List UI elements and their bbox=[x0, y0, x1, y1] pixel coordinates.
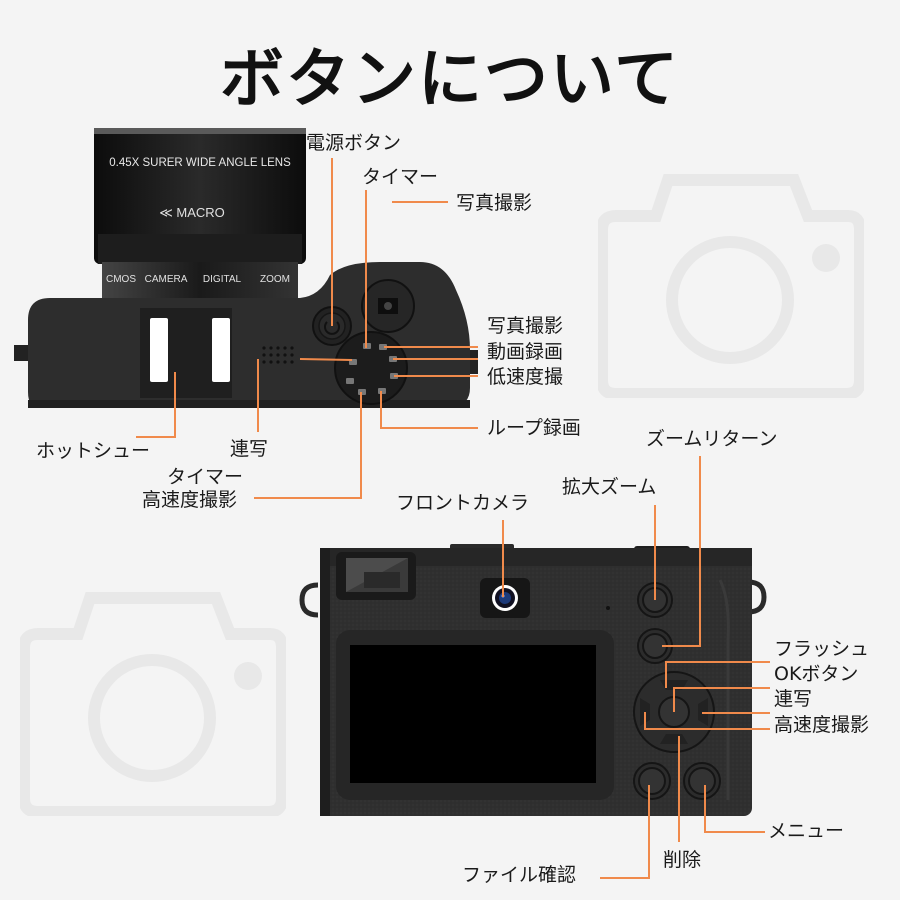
label-timer-dial: タイマー bbox=[167, 466, 244, 488]
lens-ring-text: CMOS bbox=[106, 274, 136, 285]
lens-ring-text: CAMERA bbox=[145, 274, 188, 285]
lens-macro-text: ≪ MACRO bbox=[159, 205, 225, 220]
label-delete: 削除 bbox=[663, 849, 702, 871]
label-dial-slow: 低速度撮 bbox=[487, 366, 564, 388]
label-ok-button: OKボタン bbox=[774, 663, 859, 685]
page-title: ボタンについて bbox=[219, 43, 681, 117]
front-camera-lens bbox=[480, 578, 530, 618]
lens-ring-text: ZOOM bbox=[260, 274, 290, 285]
label-zoom-return: ズームリターン bbox=[646, 428, 778, 450]
label-dial-video: 動画録画 bbox=[487, 341, 564, 363]
label-file-check: ファイル確認 bbox=[462, 864, 577, 886]
lcd-screen bbox=[336, 630, 614, 800]
wide-angle-lens bbox=[94, 128, 306, 298]
label-hot-shoe: ホットシュー bbox=[36, 440, 151, 462]
label-burst-back: 連写 bbox=[774, 688, 813, 710]
mode-dial bbox=[334, 331, 408, 405]
shutter-button-top bbox=[361, 279, 415, 333]
lens-spec-text: 0.45X SURER WIDE ANGLE LENS bbox=[109, 157, 291, 169]
lens-ring-text: DIGITAL bbox=[203, 274, 242, 285]
label-dial-photo: 写真撮影 bbox=[487, 315, 564, 337]
label-flash: フラッシュ bbox=[774, 638, 870, 660]
label-timer-top: タイマー bbox=[362, 166, 439, 188]
camera-watermark-icon bbox=[20, 592, 286, 816]
leader-lines-top bbox=[136, 158, 478, 499]
camera-watermark-icon bbox=[598, 174, 864, 398]
viewfinder bbox=[336, 552, 416, 600]
label-dial-loop: ループ録画 bbox=[487, 417, 581, 439]
label-power-button: 電源ボタン bbox=[306, 132, 402, 154]
label-shutter: 写真撮影 bbox=[456, 192, 533, 214]
label-high-speed-back: 高速度撮影 bbox=[774, 714, 870, 736]
label-front-camera: フロントカメラ bbox=[396, 492, 530, 514]
label-burst-top: 連写 bbox=[230, 438, 269, 460]
label-zoom-in: 拡大ズーム bbox=[562, 476, 657, 498]
leader-lines-back bbox=[502, 456, 770, 879]
label-high-speed-top: 高速度撮影 bbox=[142, 489, 238, 511]
label-menu: メニュー bbox=[768, 820, 845, 842]
camera-body-top bbox=[14, 262, 478, 408]
